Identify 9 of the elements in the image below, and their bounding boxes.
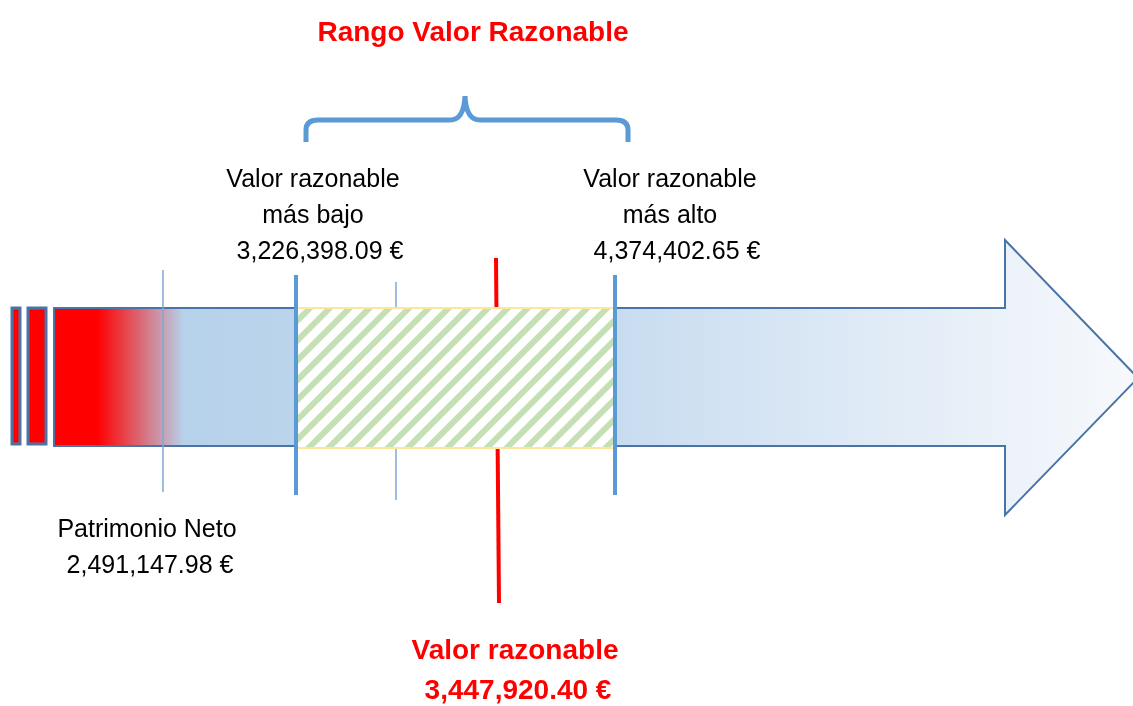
equity-label: Patrimonio Neto [56, 513, 238, 544]
range-title: Rango Valor Razonable [316, 15, 630, 49]
upper-value-amount: 4,374,402.65 € [592, 235, 762, 266]
equity-amount: 2,491,147.98 € [65, 549, 235, 580]
lower-value-label: Valor razonable más bajo [225, 163, 401, 230]
lower-value-amount: 3,226,398.09 € [235, 235, 405, 266]
fair-value-label: Valor razonable [410, 633, 620, 667]
upper-value-label: Valor razonable más alto [582, 163, 758, 230]
fair-value-amount: 3,447,920.40 € [423, 673, 613, 706]
